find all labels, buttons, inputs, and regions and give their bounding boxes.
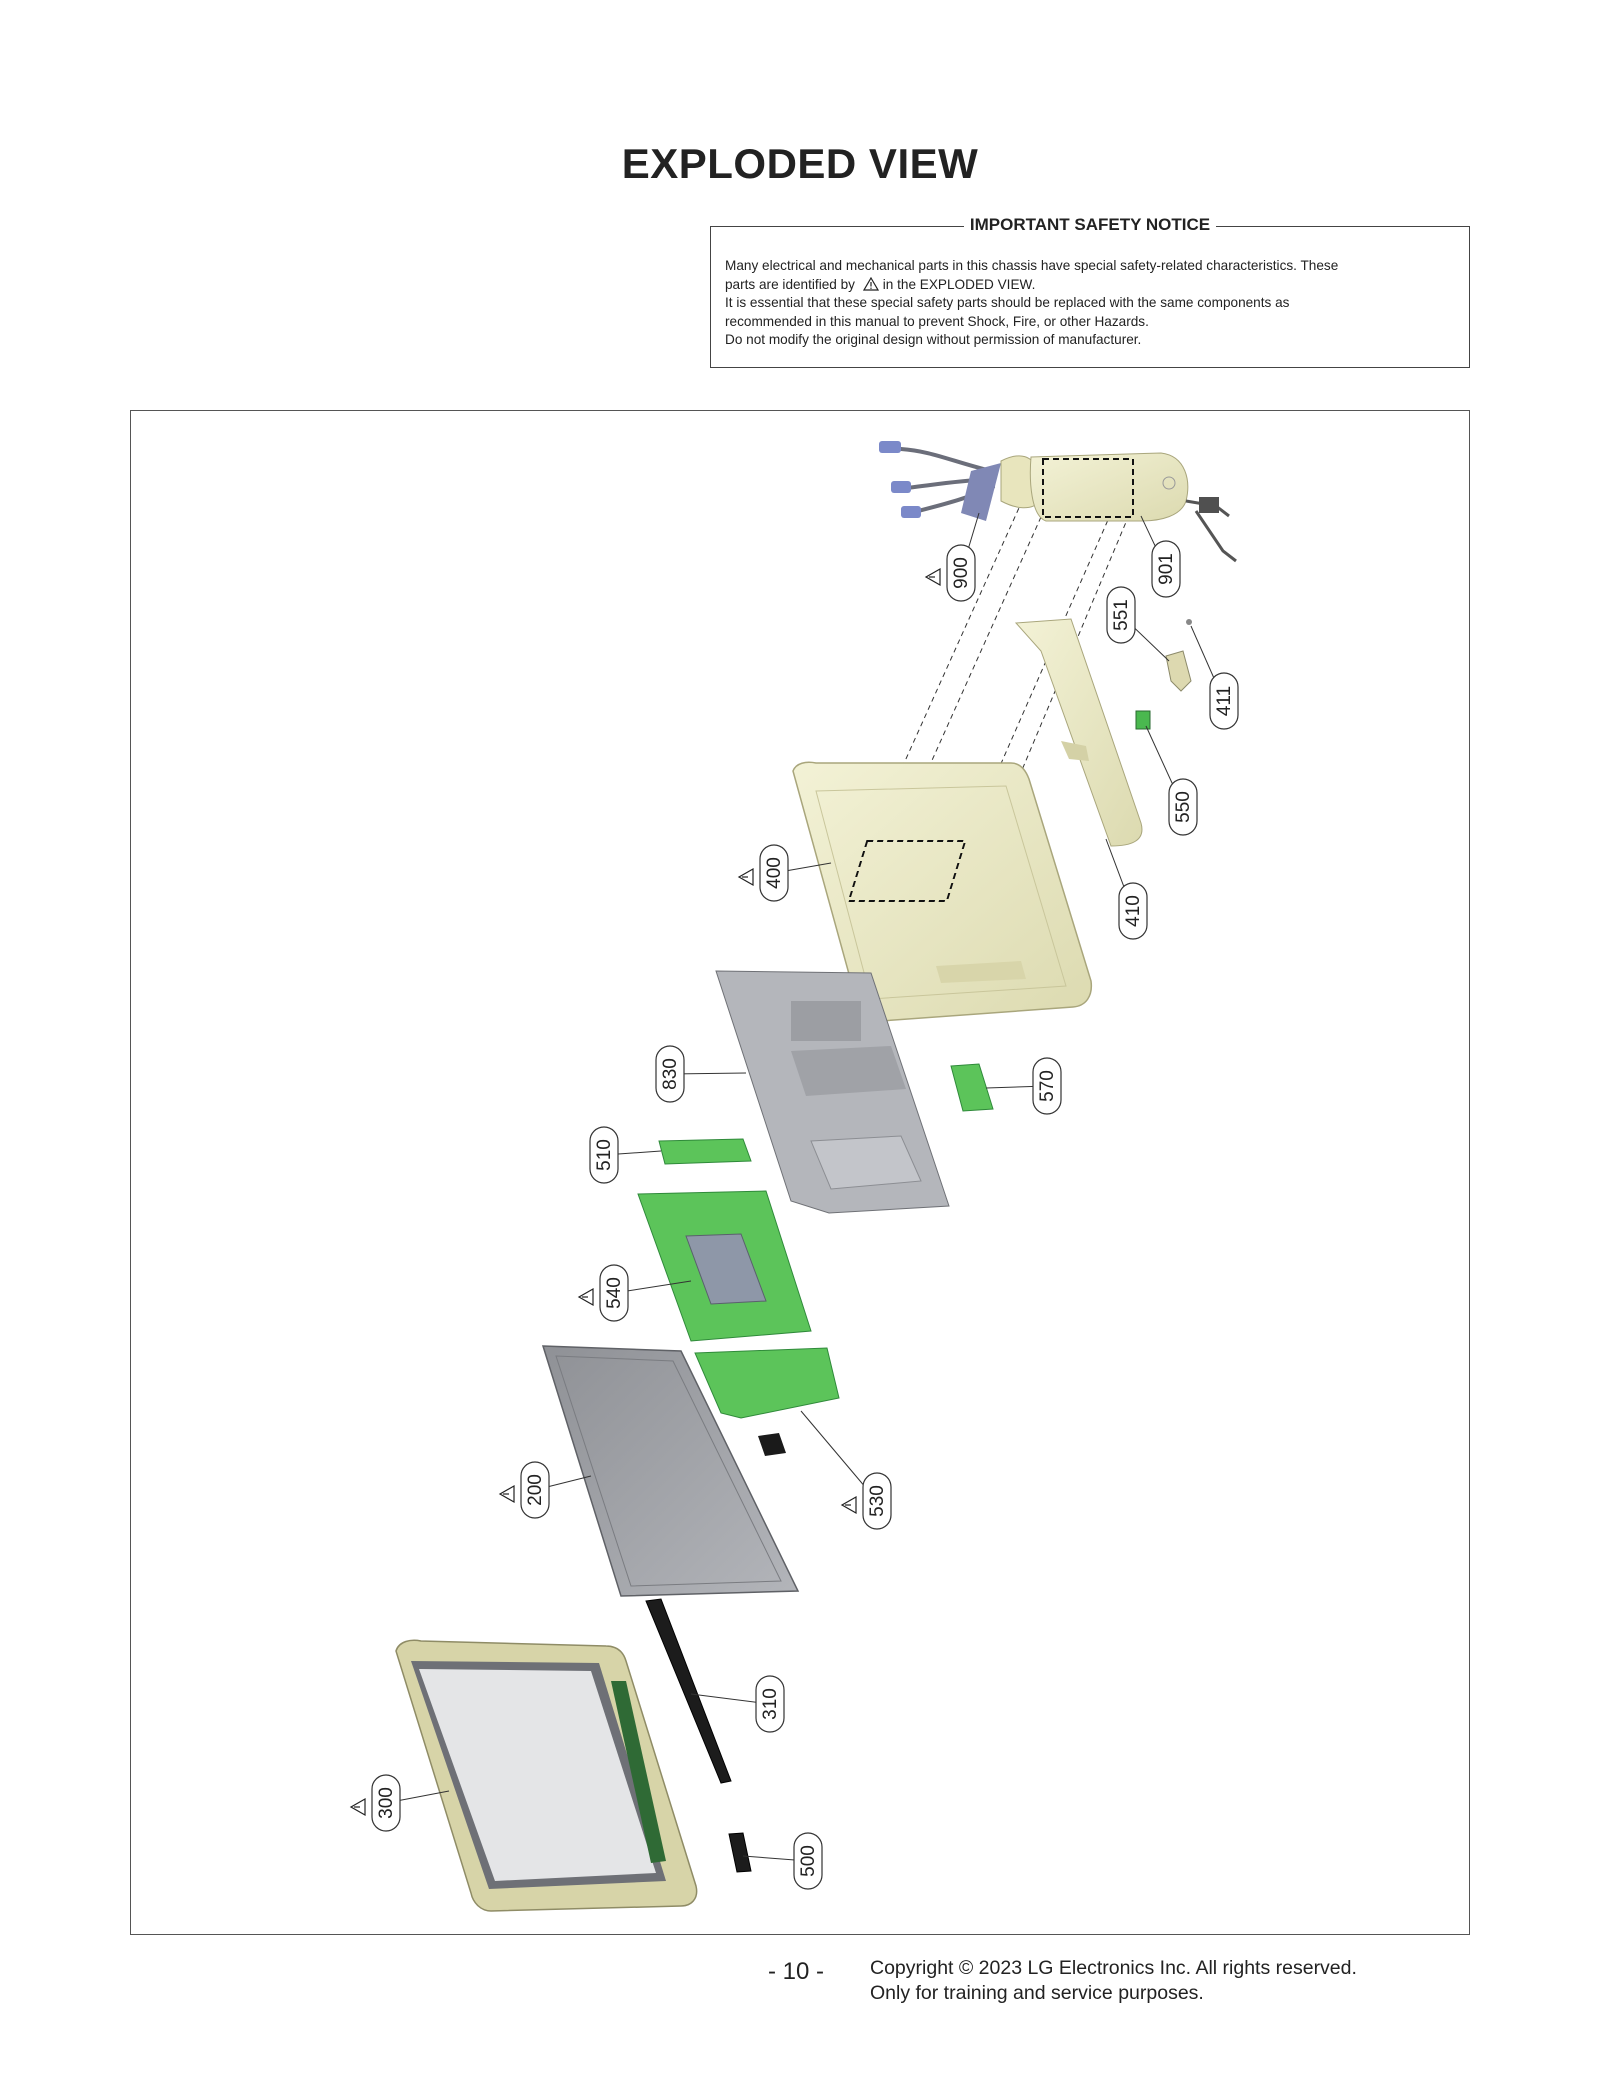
callout-901: 901 bbox=[1140, 515, 1181, 598]
part-number-label: 400 bbox=[764, 857, 785, 889]
callout-300: 300 bbox=[349, 1774, 450, 1832]
callout-bubble bbox=[1151, 540, 1181, 598]
board-500 bbox=[728, 1832, 752, 1873]
callout-bubble bbox=[589, 1126, 619, 1184]
callout-551: 551 bbox=[1106, 586, 1170, 662]
screw-411 bbox=[1186, 619, 1192, 625]
copyright: Copyright © 2023 LG Electronics Inc. All… bbox=[870, 1956, 1357, 2006]
callout-411: 411 bbox=[1190, 625, 1239, 730]
part-number-label: 540 bbox=[604, 1277, 625, 1309]
callout-bubble bbox=[862, 1472, 892, 1530]
warning-triangle-icon bbox=[577, 1287, 594, 1307]
callout-570: 570 bbox=[985, 1057, 1062, 1115]
cable-cover-assembly bbox=[879, 441, 1237, 563]
warning-triangle-icon bbox=[349, 1797, 366, 1817]
stand-cover-410 bbox=[1014, 618, 1143, 847]
lcd-panel-200 bbox=[541, 1345, 800, 1597]
callout-bubble bbox=[793, 1832, 823, 1890]
callout-530: 530 bbox=[800, 1410, 892, 1530]
callout-540: 540 bbox=[577, 1264, 692, 1322]
board-550 bbox=[1135, 710, 1151, 730]
part-number-label: 300 bbox=[376, 1787, 397, 1819]
pcb-570 bbox=[950, 1063, 994, 1112]
callout-bubble bbox=[520, 1461, 550, 1519]
exploded-diagram: 900 901 551 411 550 410 400 830 570 510 540 530 200 3… bbox=[349, 441, 1239, 1912]
chassis-830 bbox=[715, 970, 950, 1214]
callout-200: 200 bbox=[498, 1461, 592, 1519]
warning-triangle-icon bbox=[737, 867, 754, 887]
callout-400: 400 bbox=[737, 844, 832, 902]
callout-bubble bbox=[1209, 672, 1239, 730]
notice-line: It is essential that these special safet… bbox=[725, 295, 1290, 311]
pcb-510 bbox=[658, 1138, 752, 1165]
callout-bubble bbox=[946, 544, 976, 602]
callout-bubble bbox=[1106, 586, 1136, 644]
front-bezel-300 bbox=[395, 1639, 698, 1912]
copyright-line: Only for training and service purposes. bbox=[870, 1982, 1204, 2004]
part-number-label: 901 bbox=[1156, 553, 1177, 585]
speaker-310 bbox=[645, 1598, 732, 1784]
callout-bubble bbox=[599, 1264, 629, 1322]
part-number-label: 550 bbox=[1173, 791, 1194, 823]
part-number-label: 530 bbox=[867, 1485, 888, 1517]
callout-510: 510 bbox=[589, 1126, 662, 1184]
callout-900: 900 bbox=[924, 512, 980, 602]
notice-line: Do not modify the original design withou… bbox=[725, 332, 1142, 348]
callout-bubble bbox=[371, 1774, 401, 1832]
main-board-540 bbox=[637, 1190, 812, 1342]
part-number-label: 551 bbox=[1111, 599, 1132, 631]
part-number-label: 411 bbox=[1214, 686, 1235, 716]
part-number-label: 200 bbox=[525, 1474, 546, 1506]
callout-bubble bbox=[1118, 882, 1148, 940]
safety-notice-box: IMPORTANT SAFETY NOTICE Many electrical … bbox=[710, 215, 1470, 368]
callout-bubble bbox=[759, 844, 789, 902]
warning-triangle-icon bbox=[862, 276, 879, 291]
warning-triangle-icon bbox=[924, 567, 941, 587]
part-number-label: 900 bbox=[951, 557, 972, 589]
callout-bubble bbox=[1032, 1057, 1062, 1115]
warning-triangle-icon bbox=[840, 1495, 857, 1515]
warning-triangle-icon bbox=[498, 1484, 515, 1504]
part-number-label: 500 bbox=[798, 1845, 819, 1877]
part-number-label: 410 bbox=[1123, 895, 1144, 927]
safety-notice-title: IMPORTANT SAFETY NOTICE bbox=[963, 215, 1217, 234]
copyright-line: Copyright © 2023 LG Electronics Inc. All… bbox=[870, 1957, 1357, 1979]
callout-bubble bbox=[1168, 778, 1198, 836]
callout-310: 310 bbox=[690, 1675, 785, 1733]
callout-550: 550 bbox=[1145, 725, 1198, 836]
page-title: EXPLODED VIEW bbox=[621, 140, 979, 187]
callout-830: 830 bbox=[655, 1045, 747, 1103]
part-number-label: 570 bbox=[1037, 1070, 1058, 1102]
notice-line: Many electrical and mechanical parts in … bbox=[725, 258, 1339, 273]
notice-line: recommended in this manual to prevent Sh… bbox=[725, 313, 1149, 329]
power-board-530 bbox=[694, 1347, 840, 1456]
rear-cover-400 bbox=[792, 761, 1093, 1022]
part-number-label: 310 bbox=[760, 1688, 781, 1720]
callout-bubble bbox=[655, 1045, 685, 1103]
callout-410: 410 bbox=[1105, 838, 1148, 940]
page-number: - 10 - bbox=[768, 1958, 825, 1985]
exploded-diagram-frame: 900 901 551 411 550 410 400 830 570 510 540 530 200 3… bbox=[130, 410, 1470, 1935]
notice-line: parts are identified by in the EXPLODED … bbox=[725, 276, 1036, 292]
safety-notice-text: Many electrical and mechanical parts in … bbox=[725, 257, 1455, 350]
part-number-label: 510 bbox=[594, 1139, 615, 1171]
part-number-label: 830 bbox=[660, 1058, 681, 1090]
callout-bubble bbox=[755, 1675, 785, 1733]
callout-500: 500 bbox=[742, 1832, 823, 1890]
bracket-551 bbox=[1165, 650, 1192, 692]
